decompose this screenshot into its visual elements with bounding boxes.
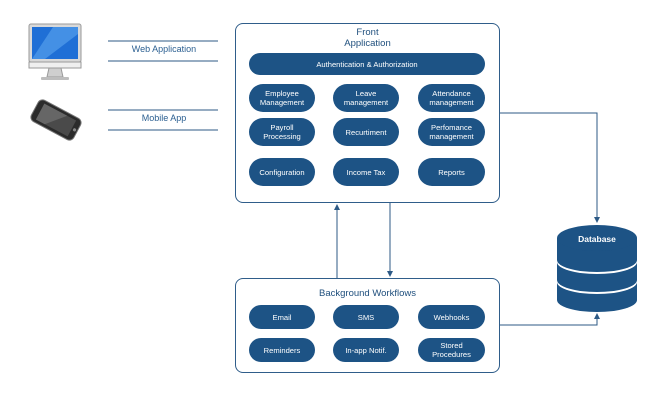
front-to-db-line xyxy=(500,112,600,223)
module-configuration: Configuration xyxy=(249,158,315,186)
web-application-label: Web Application xyxy=(131,44,197,54)
mobile-app-label: Mobile App xyxy=(141,113,187,123)
monitor-icon xyxy=(28,23,82,80)
background-to-db-line xyxy=(500,313,600,326)
database-label: Database xyxy=(578,234,616,244)
front-application-title: Front Application xyxy=(344,27,391,49)
workflow-sms: SMS xyxy=(333,305,399,329)
module-recurtiment: Recurtiment xyxy=(333,118,399,146)
workflow-email: Email xyxy=(249,305,315,329)
workflow-in-app-notif: In-app Notif. xyxy=(333,338,399,362)
module-income-tax: Income Tax xyxy=(333,158,399,186)
workflow-webhooks: Webhooks xyxy=(418,305,485,329)
module-reports: Reports xyxy=(418,158,485,186)
smartphone-icon xyxy=(30,99,82,141)
workflow-reminders: Reminders xyxy=(249,338,315,362)
background-workflows-title: Background Workflows xyxy=(319,288,416,299)
database-icon xyxy=(557,225,637,312)
auth-bar: Authentication & Authorization xyxy=(249,53,485,75)
